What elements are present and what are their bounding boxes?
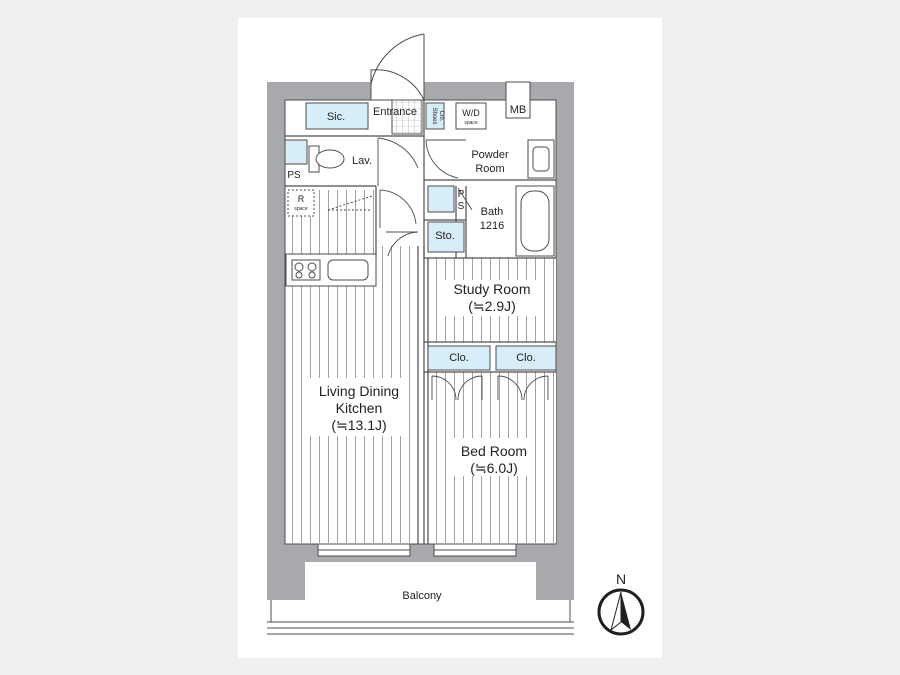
ldk-area: (≒13.1J): [331, 417, 386, 433]
north-label: N: [616, 571, 626, 587]
storage-units: [284, 102, 557, 371]
lav-label: Lav.: [352, 155, 372, 167]
balcony-label: Balcony: [402, 590, 442, 602]
refrigerator-space: [287, 189, 315, 217]
entrance-door[interactable]: [370, 33, 425, 101]
shoes-clo-label-2: Clo.: [438, 111, 444, 122]
exterior-walls: [267, 82, 574, 600]
study-room-area: (≒2.9J): [468, 298, 516, 314]
shoes-closet: [425, 102, 445, 130]
interior-walls: [285, 100, 556, 544]
kitchen-counter: [285, 253, 377, 287]
washbasin-icon: [527, 139, 555, 179]
entrance-floor: [391, 99, 423, 135]
balcony-area: [267, 562, 574, 635]
bath-cabinet: [427, 185, 455, 213]
storage-closet: [427, 221, 465, 253]
study-room-label: Study Room: [453, 281, 530, 297]
r-space-label-1: R: [298, 194, 305, 204]
closet-left-label: Clo.: [449, 352, 469, 364]
lav-cabinet: [284, 139, 308, 165]
sic-label: Sic.: [327, 111, 345, 123]
r-space-label-2: space: [294, 206, 308, 212]
entrance-label: Entrance: [373, 106, 417, 118]
washer-dryer-space: [455, 102, 487, 130]
kitchen-sink-icon: [327, 259, 369, 281]
sic-storage: [305, 102, 369, 130]
storage-label: Sto.: [435, 230, 455, 242]
ps-right-label-2: S: [458, 201, 465, 212]
floor-plan: Sic. Entrance Shoes Clo. W/D space MB La…: [267, 33, 645, 636]
ps-right-label-1: P: [458, 189, 465, 200]
ps-left-label: PS: [287, 170, 301, 181]
wd-label-2: space: [464, 120, 478, 126]
bath-label-2: 1216: [480, 220, 504, 232]
bed-room-label: Bed Room: [461, 443, 527, 459]
north-arrow-icon: N: [597, 571, 645, 636]
interior-doors: [377, 137, 549, 401]
meter-box: [505, 81, 531, 119]
ldk-label-1: Living Dining: [319, 383, 399, 399]
bath-label-1: Bath: [481, 206, 504, 218]
closet-right-label: Clo.: [516, 352, 536, 364]
bathtub-icon: [515, 185, 555, 257]
powder-room-label-1: Powder: [471, 149, 509, 161]
ldk-label-2: Kitchen: [336, 400, 383, 416]
closet-left: [427, 345, 491, 371]
wd-label-1: W/D: [462, 108, 480, 118]
bed-room-area: (≒6.0J): [470, 460, 518, 476]
stove-burner-icon: [294, 262, 304, 272]
powder-room-label-2: Room: [475, 163, 504, 175]
balcony-windows: [317, 543, 517, 557]
closet-right: [495, 345, 557, 371]
floor-plan-sheet: Sic. Entrance Shoes Clo. W/D space MB La…: [238, 18, 662, 658]
toilet-icon: [308, 145, 345, 173]
mb-label: MB: [510, 104, 527, 116]
shoes-clo-label-1: Shoes: [431, 107, 437, 124]
